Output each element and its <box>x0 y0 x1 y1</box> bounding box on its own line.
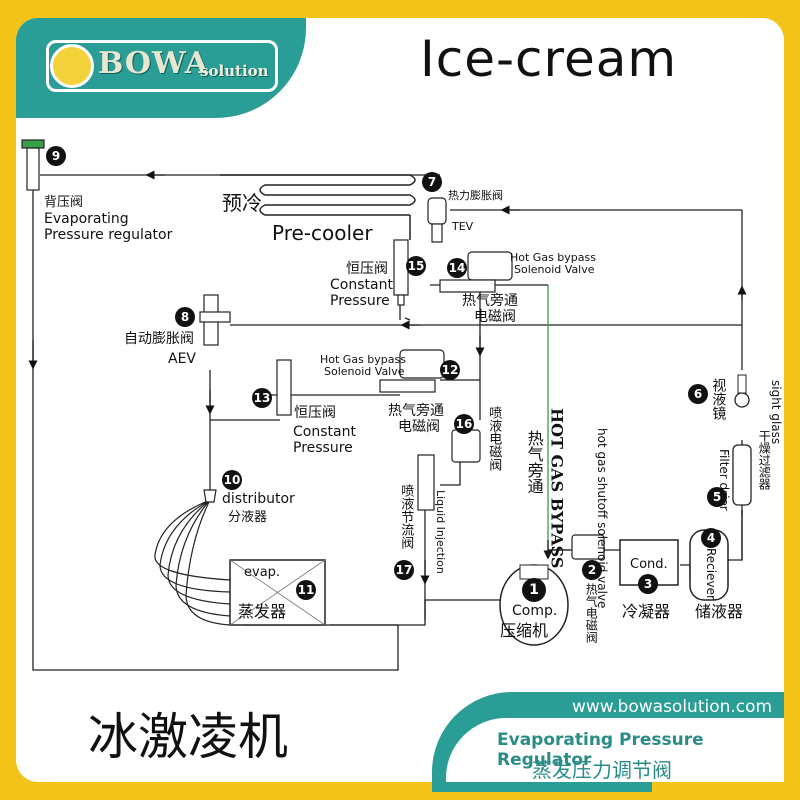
c5-badge: 5 <box>707 487 727 507</box>
logo-text: BOWA <box>98 46 210 81</box>
footer-panel <box>446 718 784 782</box>
c12-cn-1: 热气旁通 <box>388 403 444 419</box>
c10-cn: 分液器 <box>228 510 268 525</box>
c11-en: evap. <box>244 565 281 580</box>
c6-badge: 6 <box>688 384 708 404</box>
c14-cn-2: 电磁阀 <box>474 309 516 325</box>
c15-en-2: Pressure <box>330 293 390 309</box>
c2-en: hot gas shutoff solenoid valve <box>595 428 609 609</box>
c13-en-2: Pressure <box>293 440 353 456</box>
c7-badge: 7 <box>422 172 442 192</box>
c14-cn-1: 热气旁通 <box>462 293 518 309</box>
suction-line-left <box>32 190 399 671</box>
website-link[interactable]: www.bowasolution.com <box>572 697 773 717</box>
valve-bodies <box>21 139 605 560</box>
precooler-coil <box>220 174 416 240</box>
title-chinese: 冰激凌机 <box>88 708 288 766</box>
c9-en-1: Evaporating <box>44 211 129 227</box>
c15-badge: 15 <box>406 256 426 276</box>
c9-en-2: Pressure regulator <box>44 227 173 243</box>
sight-glass-body <box>734 392 750 408</box>
c2-badge: 2 <box>582 560 602 580</box>
c14-badge: 14 <box>447 258 467 278</box>
c4-badge: 4 <box>701 528 721 548</box>
logo-subtext: solution <box>200 62 269 80</box>
c14-en-2: Solenoid Valve <box>514 263 595 276</box>
c15-cn: 恒压阀 <box>346 261 388 277</box>
white-panel <box>16 18 784 782</box>
hot-gas-bypass-cn: 热气旁通 <box>524 430 544 494</box>
c7-en: TEV <box>452 220 474 233</box>
c12-badge: 12 <box>440 360 460 380</box>
c10-en: distributor <box>222 491 295 507</box>
footer-title-cn: 蒸发压力调节阀 <box>532 758 672 782</box>
c1-badge: 1 <box>522 578 546 602</box>
hot-gas-bypass-en: HOT GAS BYPASS <box>547 408 567 569</box>
c17-cn: 喷液节流阀 <box>398 484 414 549</box>
c13-badge: 13 <box>252 388 272 408</box>
c13-cn: 恒压阀 <box>294 405 336 421</box>
page-title: Ice-cream <box>420 30 678 88</box>
c7-cn: 热力膨胀阀 <box>448 189 503 202</box>
compressor-unit <box>499 564 569 646</box>
c16-badge: 16 <box>454 414 474 434</box>
precooler-cn: 预冷 <box>222 191 262 215</box>
c14-en-1: Hot Gas bypass <box>510 251 596 264</box>
c17-en: Liquid Injection <box>434 490 448 574</box>
c17-badge: 17 <box>394 560 414 580</box>
c12-en-2: Solenoid Valve <box>324 365 405 378</box>
c11-cn: 蒸发器 <box>238 602 287 621</box>
c9-badge: 9 <box>46 146 66 166</box>
c1-cn: 压缩机 <box>500 621 549 640</box>
c10-badge: 10 <box>222 470 242 490</box>
precooler-en: Pre-cooler <box>272 221 373 245</box>
logo-frame <box>46 40 278 92</box>
c8-en: AEV <box>168 351 196 367</box>
c11-badge: 11 <box>296 580 316 600</box>
c4-en: Reciever <box>704 548 719 600</box>
c16-cn: 喷液电磁阀 <box>486 406 502 471</box>
c6-cn: 视液镜 <box>710 378 727 420</box>
c12-cn-2: 电磁阀 <box>398 419 440 435</box>
c4-cn: 储液器 <box>695 602 744 621</box>
c8-cn: 自动膨胀阀 <box>124 331 194 347</box>
c8-badge: 8 <box>175 307 195 327</box>
filter-drier-body <box>732 444 752 506</box>
c5-cn: 干燥过滤器 <box>757 430 772 490</box>
logo-emblem-icon <box>50 44 94 88</box>
c6-en: sight glass <box>769 380 783 445</box>
c13-en-1: Constant <box>293 424 356 440</box>
footer-band <box>560 692 784 718</box>
pipe-lines <box>28 170 747 671</box>
c1-en: Comp. <box>512 603 558 619</box>
c15-en-1: Constant <box>330 277 393 293</box>
footer-title-en: Evaporating Pressure Regulator <box>497 730 704 770</box>
c2-cn: 热气电磁阀 <box>584 583 599 643</box>
c3-cn: 冷凝器 <box>622 602 671 621</box>
c3-en: Cond. <box>630 557 668 572</box>
c3-badge: 3 <box>638 574 658 594</box>
c9-cn: 背压阀 <box>44 195 84 210</box>
c12-en-1: Hot Gas bypass <box>320 353 406 366</box>
evaporator-unit <box>154 499 326 626</box>
